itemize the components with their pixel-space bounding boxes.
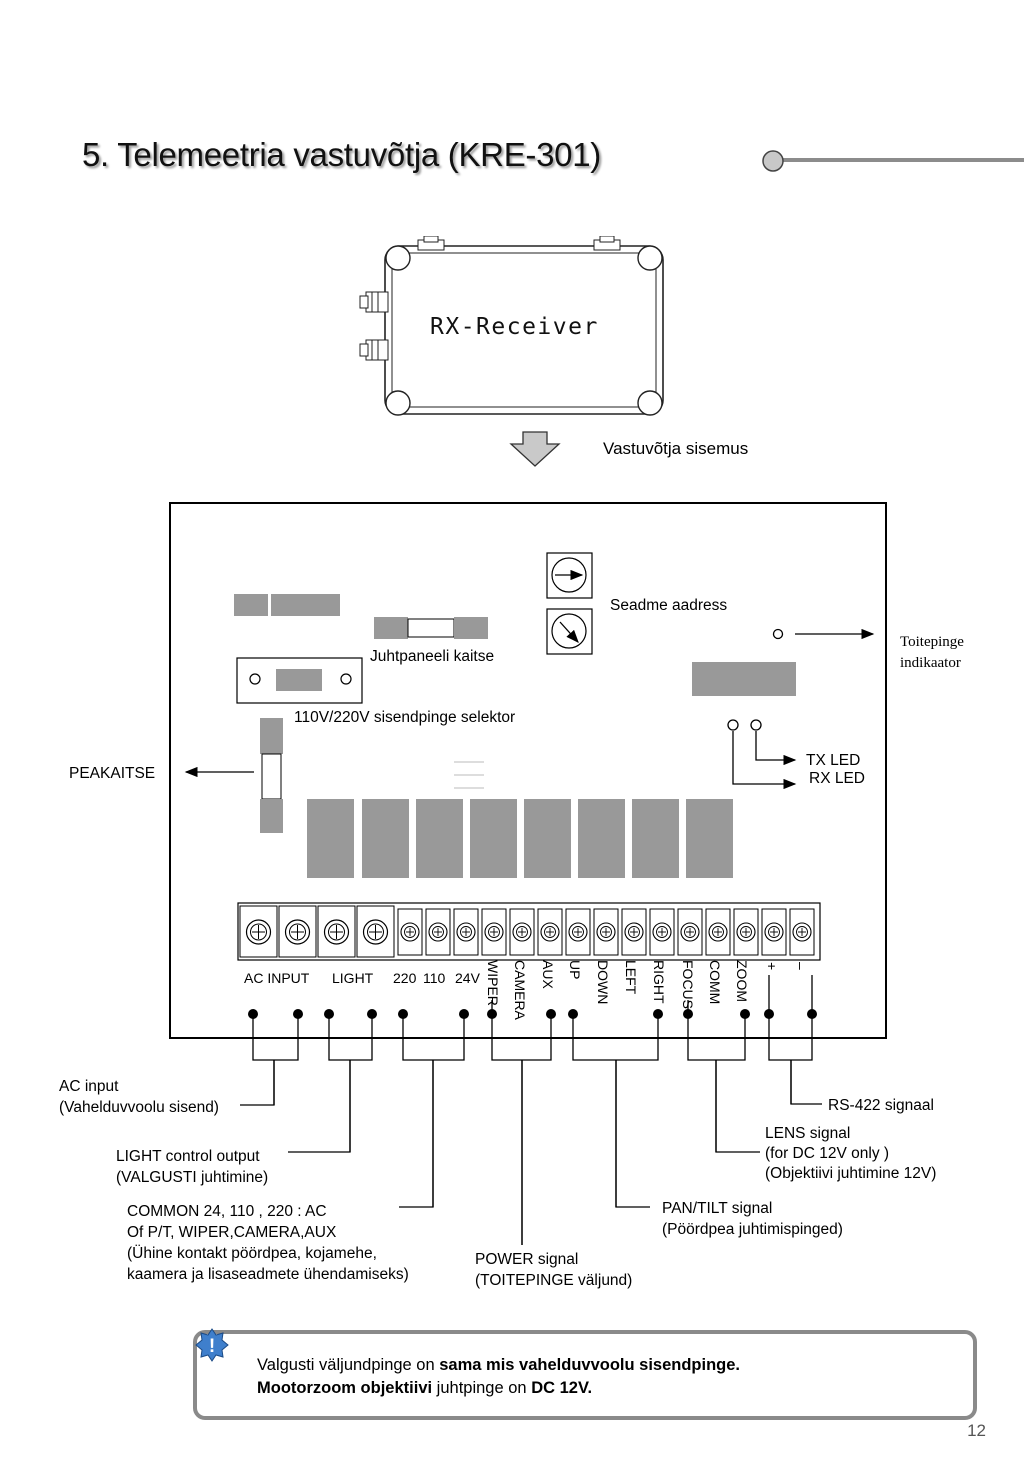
down-arrow-icon	[509, 431, 561, 467]
device-address-label: Seadme aadress	[610, 597, 728, 614]
terminal-screw-small	[705, 908, 731, 956]
callout-common-line1: COMMON 24, 110 , 220 : AC	[127, 1203, 327, 1220]
title-rule-decoration	[762, 150, 1024, 172]
terminal-label-left: LEFT	[623, 960, 639, 995]
terminal-screw-large	[356, 905, 395, 958]
warning-icon-symbol: !	[209, 1336, 215, 1357]
terminal-screw-large	[278, 905, 317, 958]
tx-led-label: TX LED	[806, 752, 861, 769]
callout-lens-line2: (for DC 12V only )	[765, 1145, 890, 1162]
callout-rs422: RS-422 signaal	[828, 1097, 934, 1114]
terminal-label-aux: AUX	[540, 960, 556, 989]
page-title: 5. Telemeetria vastuvõtja (KRE-301)	[82, 136, 601, 173]
page-number: 12	[967, 1421, 986, 1440]
terminal-label-wiper: WIPER	[485, 960, 501, 1006]
note-line2-bold2: DC 12V.	[531, 1379, 593, 1397]
terminal-screw-small	[565, 908, 591, 956]
terminal-label-220: 220	[393, 970, 417, 986]
terminal-screw-large	[317, 905, 356, 958]
callout-power-line1: POWER signal	[475, 1251, 579, 1268]
terminal-screw-small	[537, 908, 563, 956]
terminal-label-24v: 24V	[455, 970, 480, 986]
warning-icon: !	[195, 1328, 229, 1362]
terminal-label-down: DOWN	[595, 960, 611, 1005]
note-line2-bold1: Mootorzoom objektiivi	[257, 1379, 433, 1397]
callout-power-line2: (TOITEPINGE väljund)	[475, 1272, 633, 1289]
control-panel-fuse-label: Juhtpaneeli kaitse	[370, 648, 495, 665]
terminal-screw-small	[733, 908, 759, 956]
callout-pantilt-line1: PAN/TILT signal	[662, 1200, 773, 1217]
terminal-screw-small	[649, 908, 675, 956]
note-line1-plain: Valgusti väljundpinge on	[257, 1356, 440, 1374]
terminal-screw-small	[397, 908, 423, 956]
rx-receiver-enclosure-drawing	[359, 236, 664, 416]
power-indicator-label-line2: indikaator	[900, 655, 961, 671]
terminal-label-right: RIGHT	[651, 960, 667, 1004]
callout-light-line2: (VALGUSTI juhtimine)	[116, 1169, 269, 1186]
power-indicator-label-line1: Toitepinge	[900, 634, 964, 650]
callout-pantilt-line2: (Pöördpea juhtimispinged)	[662, 1221, 843, 1238]
terminal-screw-small	[593, 908, 619, 956]
note-line2-plain: juhtpinge on	[432, 1379, 532, 1397]
terminal-label-minus: –	[793, 962, 809, 970]
terminal-label-110: 110	[423, 970, 446, 986]
callout-ac-input-line1: AC input	[59, 1078, 119, 1095]
terminal-label-plus: +	[764, 962, 780, 971]
terminal-label-light: LIGHT	[332, 970, 374, 986]
terminal-screw-large	[239, 905, 278, 958]
terminal-label-comm: COMM	[707, 960, 723, 1005]
terminal-label-camera: CAMERA	[512, 960, 528, 1020]
terminal-screw-small	[789, 908, 815, 956]
rx-led-label: RX LED	[809, 770, 865, 787]
terminal-screw-small	[677, 908, 703, 956]
note-line1-bold: sama mis vahelduvvoolu sisendpinge.	[439, 1356, 741, 1374]
callout-lens-line3: (Objektiivi juhtimine 12V)	[765, 1165, 937, 1182]
terminal-screw-small	[761, 908, 787, 956]
inside-view-label: Vastuvõtja sisemus	[603, 439, 749, 458]
callout-lens-line1: LENS signal	[765, 1125, 851, 1142]
note-text: Valgusti väljundpinge on sama mis vaheld…	[257, 1354, 740, 1400]
main-fuse-label: PEAKAITSE	[69, 765, 156, 782]
callout-light-line1: LIGHT control output	[116, 1148, 260, 1165]
terminal-screw-small	[453, 908, 479, 956]
terminal-label-focus: FOCUS	[680, 960, 696, 1009]
terminal-label-ac-input: AC INPUT	[244, 970, 310, 986]
callout-ac-input-line2: (Vahelduvvoolu sisend)	[59, 1099, 219, 1116]
rx-receiver-label: RX-Receiver	[430, 314, 599, 340]
terminal-screw-small	[481, 908, 507, 956]
terminal-screw-small	[425, 908, 451, 956]
terminal-label-up: UP	[567, 960, 583, 980]
voltage-selector-label: 110V/220V sisendpinge selektor	[294, 709, 516, 726]
callout-common-line2: Of P/T, WIPER,CAMERA,AUX	[127, 1224, 337, 1241]
callout-common-line3: (Ühine kontakt pöördpea, kojamehe,	[127, 1245, 377, 1262]
callout-common-line4: kaamera ja lisaseadmete ühendamiseks)	[127, 1266, 409, 1283]
note-box: Valgusti väljundpinge on sama mis vaheld…	[193, 1330, 977, 1420]
terminal-screw-small	[621, 908, 647, 956]
terminal-label-zoom: ZOOM	[734, 960, 750, 1002]
terminal-screw-small	[509, 908, 535, 956]
